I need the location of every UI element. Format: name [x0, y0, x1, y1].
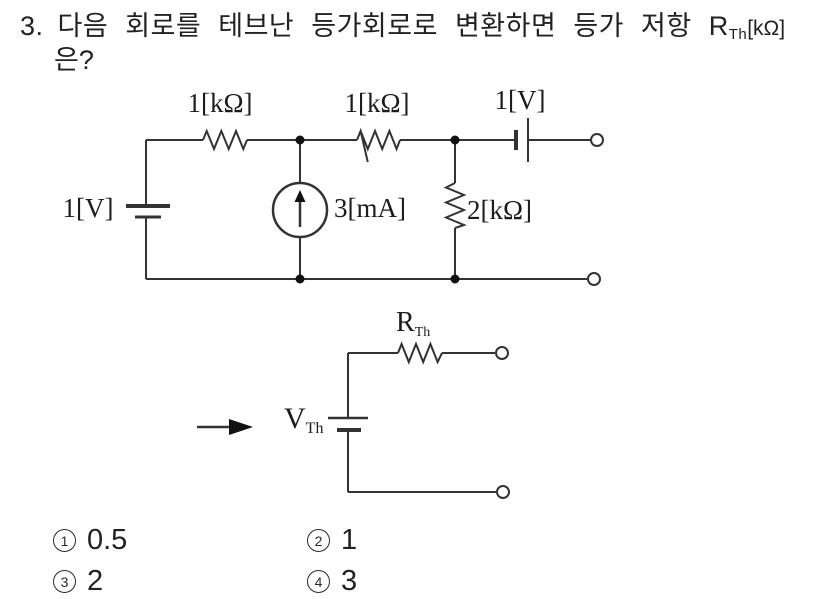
- choice-1-value: 0.5: [87, 524, 128, 556]
- question-number: 3.: [20, 11, 44, 41]
- label-resistor-r1: 1[kΩ]: [187, 88, 253, 118]
- r-th-symbol: RTh[kΩ]: [708, 11, 786, 43]
- question-line2: 은?: [54, 45, 94, 75]
- label-vth: VTh: [284, 402, 324, 437]
- current-source-arrow-head: [294, 190, 306, 202]
- choice-3-value: 2: [87, 565, 104, 597]
- node-dot: [295, 274, 305, 284]
- label-battery-top: 1[V]: [494, 85, 546, 115]
- resistor-r3: [443, 182, 467, 229]
- question-line1: 3. 다음 회로를 테브난 등가회로로 변환하면 등가 저항 RTh[kΩ]: [20, 4, 820, 43]
- choice-4-circle: 4: [307, 570, 330, 593]
- node-dot: [295, 135, 305, 145]
- node-dot: [450, 274, 460, 284]
- choice-1[interactable]: 1 0.5: [53, 526, 127, 555]
- choice-2[interactable]: 2 1: [307, 526, 357, 555]
- label-resistor-r3: 2[kΩ]: [467, 195, 533, 225]
- choice-2-circle: 2: [307, 529, 330, 552]
- choice-3-circle: 3: [53, 570, 76, 593]
- choice-1-circle: 1: [53, 529, 76, 552]
- choice-3[interactable]: 3 2: [53, 567, 103, 596]
- label-current-source: 3[mA]: [334, 193, 406, 223]
- choice-2-value: 1: [341, 524, 358, 556]
- label-battery-left: 1[V]: [62, 193, 114, 223]
- choice-4[interactable]: 4 3: [307, 567, 357, 596]
- circuit-thevenin: [197, 341, 510, 499]
- resistor-r1: [202, 128, 248, 152]
- choice-4-value: 3: [341, 565, 358, 597]
- question-text: 다음 회로를 테브난 등가회로로 변환하면 등가 저항: [57, 11, 692, 41]
- label-rth: RTh: [396, 307, 431, 340]
- resistor-rth: [397, 341, 443, 365]
- circuit-original: [126, 118, 604, 286]
- terminal-bottom: [496, 485, 510, 499]
- node-dot: [450, 135, 460, 145]
- arrow-head-icon: [229, 419, 253, 435]
- terminal-top: [495, 346, 509, 360]
- terminal-top: [590, 133, 604, 147]
- label-resistor-r2: 1[kΩ]: [344, 88, 410, 118]
- resistor-r2: [356, 127, 401, 163]
- terminal-bottom: [587, 272, 601, 286]
